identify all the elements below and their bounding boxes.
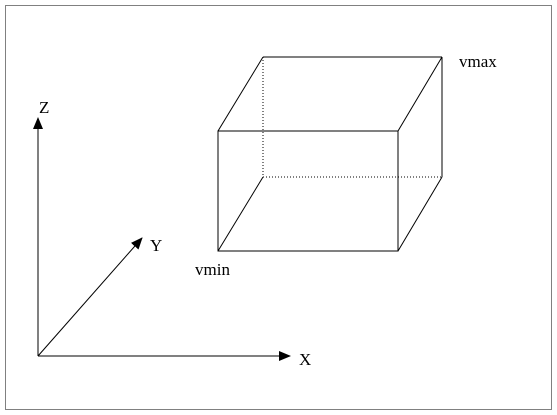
bounding-box-hidden-edges [262, 57, 442, 178]
vmin-label: vmin [195, 260, 230, 279]
box-front-face [217, 130, 399, 252]
bounding-box [217, 56, 443, 252]
y-axis [37, 237, 143, 357]
vmax-label: vmax [459, 52, 497, 71]
box-edge-bottom-right [397, 176, 443, 252]
y-axis-label: Y [150, 236, 162, 255]
z-axis-label: Z [39, 98, 49, 117]
axes [33, 117, 291, 361]
diagram-frame [5, 5, 552, 410]
box-edge-top-right [397, 56, 443, 132]
box-edge-top-left [217, 56, 264, 132]
box-edge-bottom-left [217, 176, 264, 252]
x-axis-label: X [299, 350, 311, 369]
